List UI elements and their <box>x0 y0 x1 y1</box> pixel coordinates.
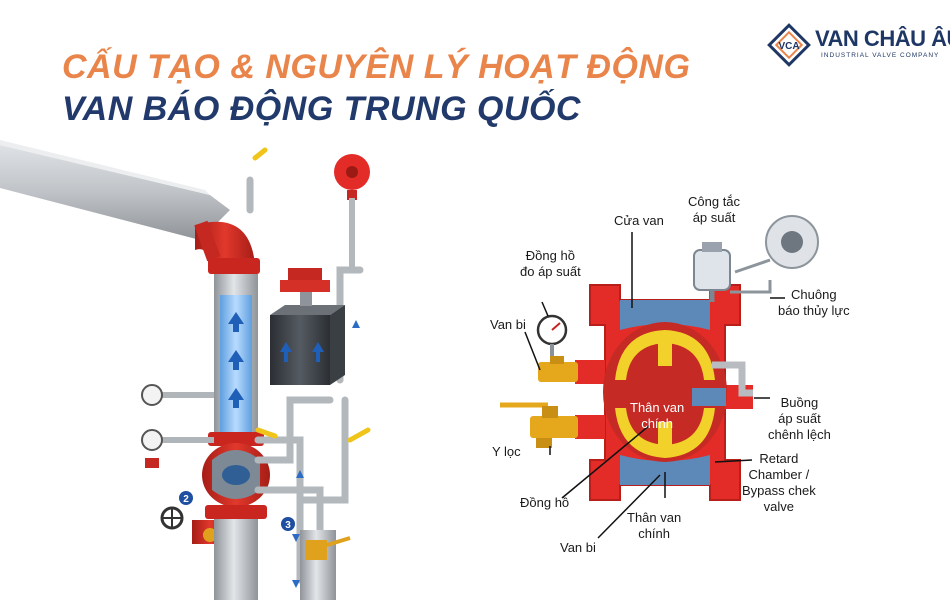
y-strainer-icon <box>500 402 578 448</box>
logo-mark: VCA <box>778 41 799 52</box>
svg-text:2: 2 <box>183 494 189 505</box>
bypass-tube <box>712 361 753 397</box>
outlet-water <box>620 300 710 330</box>
pipe-elbow <box>194 220 260 274</box>
pressure-switch <box>280 268 330 306</box>
left-port-upper <box>575 360 605 384</box>
company-logo: VCA VAN CHÂU ÂU INDUSTRIAL VALVE COMPANY <box>765 22 950 70</box>
title-line-2: VAN BÁO ĐỘNG TRUNG QUỐC <box>62 90 581 128</box>
retard-chamber <box>270 305 345 385</box>
handwheel-icon <box>160 506 184 530</box>
logo-diamond-icon: VCA <box>767 23 811 67</box>
label-than-van-bottom: Thân van chính <box>627 510 682 541</box>
leader-lines <box>524 232 785 539</box>
svg-text:3: 3 <box>285 520 291 531</box>
drain-handle <box>326 536 351 547</box>
pressure-gauge-icon <box>536 314 568 362</box>
pressure-gauges <box>141 384 214 468</box>
label-dong-ho-do: Đồng hồ đo áp suất <box>520 248 581 279</box>
drain-valve <box>305 540 327 560</box>
alarm-valve-body <box>192 443 270 544</box>
top-pipe <box>0 140 230 240</box>
trim-arrows <box>292 320 360 588</box>
upper-ball-valve-icon <box>538 356 578 382</box>
label-van-bi-top: Van bi <box>490 317 526 332</box>
alarm-valve-illustration: 2 3 <box>0 140 371 600</box>
lower-clapper <box>615 408 715 458</box>
alarm-valve-schematic <box>500 215 819 539</box>
label-retard: Retard Chamber / Bypass chek valve <box>742 451 816 514</box>
label-cua-van: Cửa van <box>614 213 664 228</box>
logo-tagline: INDUSTRIAL VALVE COMPANY <box>821 52 940 59</box>
riser-flange <box>208 432 264 446</box>
hydraulic-bell-icon <box>730 215 819 294</box>
lower-pipe <box>214 519 258 600</box>
label-dong-ho: Đồng hồ <box>520 495 570 510</box>
ball-valve-handles <box>252 147 371 443</box>
upper-clapper <box>615 330 715 380</box>
alarm-bell-icon <box>334 154 370 270</box>
flow-arrows <box>228 312 244 408</box>
label-buong: Buồng áp suất chênh lệch <box>768 395 831 442</box>
logo-name: VAN CHÂU ÂU <box>815 26 950 51</box>
callout-2: 2 <box>179 491 193 505</box>
label-than-van-center: Thân van chính <box>630 400 685 431</box>
inlet-water <box>620 455 710 485</box>
label-chuong: Chuông báo thủy lực <box>778 287 850 318</box>
left-port-lower <box>575 415 605 439</box>
callout-3: 3 <box>281 517 295 531</box>
pressure-switch-icon <box>693 242 731 302</box>
upper-stem <box>658 338 672 366</box>
title-line-1: CẤU TẠO & NGUYÊN LÝ HOẠT ĐỘNG <box>62 48 691 86</box>
pressure-chamber-link <box>692 388 726 406</box>
label-cong-tac: Công tắc áp suất <box>688 194 741 225</box>
lower-stem <box>658 422 672 450</box>
label-y-loc: Y lọc <box>492 444 521 459</box>
label-van-bi-bottom: Van bi <box>560 540 596 555</box>
